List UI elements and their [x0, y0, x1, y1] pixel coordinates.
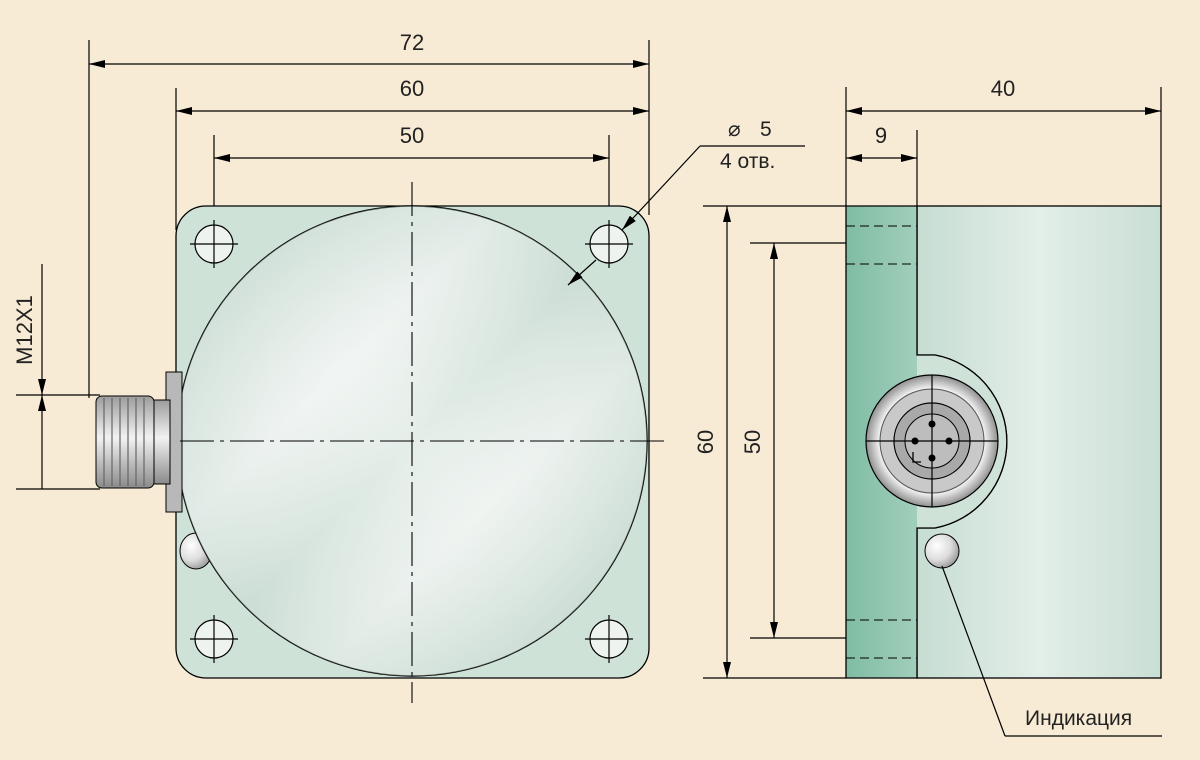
front-view: 72 60 50 [12, 30, 805, 703]
indication-label: Индикация [1025, 707, 1132, 730]
dim-60-text: 60 [400, 76, 424, 101]
dim-50-text: 50 [400, 123, 424, 148]
connector-thread [95, 395, 155, 489]
dim-side-60-text: 60 [693, 430, 718, 454]
leader-hole-lower [567, 259, 597, 286]
connector-end-view [865, 374, 999, 508]
dim-72-text: 72 [400, 30, 424, 55]
mounting-holes [190, 220, 633, 663]
hole-diameter-value: 5 [760, 118, 772, 141]
connector-key [912, 452, 921, 463]
leader-hole-upper [621, 145, 701, 231]
hole-diameter-symbol: ⌀ [728, 118, 741, 141]
thread-label: M12X1 [12, 295, 37, 365]
hole-count-label: 4 отв. [720, 150, 775, 173]
m12-connector [95, 371, 183, 513]
side-view: 40 9 60 50 [693, 76, 1162, 737]
dim-side-50-text: 50 [740, 430, 765, 454]
dim-9-text: 9 [875, 123, 887, 148]
thread-ridges [103, 398, 145, 486]
indicator-led-side [924, 533, 960, 569]
leader-indication [941, 565, 1006, 737]
dim-40-text: 40 [991, 76, 1015, 101]
